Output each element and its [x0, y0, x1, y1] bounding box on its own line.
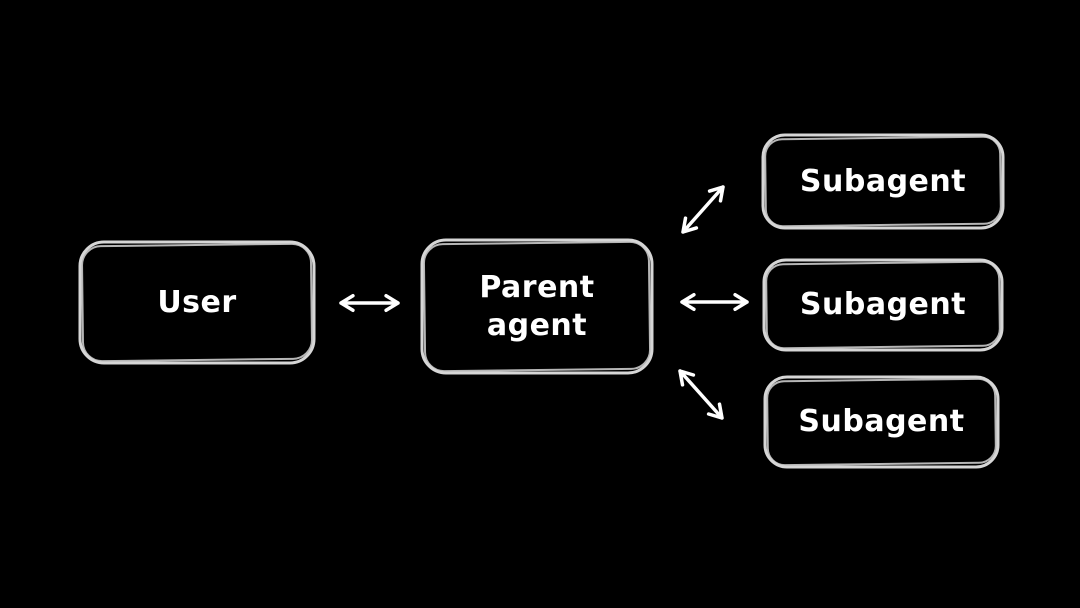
node-subagent-3-outline: [763, 375, 1000, 469]
node-parent-agent-outline: [420, 238, 654, 375]
node-subagent-1-outline-sketch: [764, 135, 1002, 228]
edge-parent-subagent-2-arrow: [680, 292, 749, 312]
node-subagent-3-outline-sketch: [766, 377, 997, 467]
edge-user-parent-arrow: [339, 293, 400, 313]
edge-parent-subagent-1-arrow: [681, 185, 725, 234]
node-parent-agent-outline-sketch: [422, 240, 652, 373]
node-user-box: [78, 240, 316, 365]
node-parent-agent-box: [420, 238, 654, 375]
node-subagent-1-box: [761, 133, 1005, 230]
node-subagent-2-outline: [762, 258, 1004, 352]
node-user-outline-sketch: [81, 242, 313, 363]
node-subagent-2-box: [762, 258, 1004, 352]
edge-parent-subagent-3-arrow: [678, 369, 724, 420]
node-subagent-1-outline: [761, 133, 1005, 230]
node-subagent-2-outline-sketch: [765, 260, 1001, 350]
node-user-outline: [78, 240, 316, 365]
node-subagent-3-box: [763, 375, 1000, 469]
